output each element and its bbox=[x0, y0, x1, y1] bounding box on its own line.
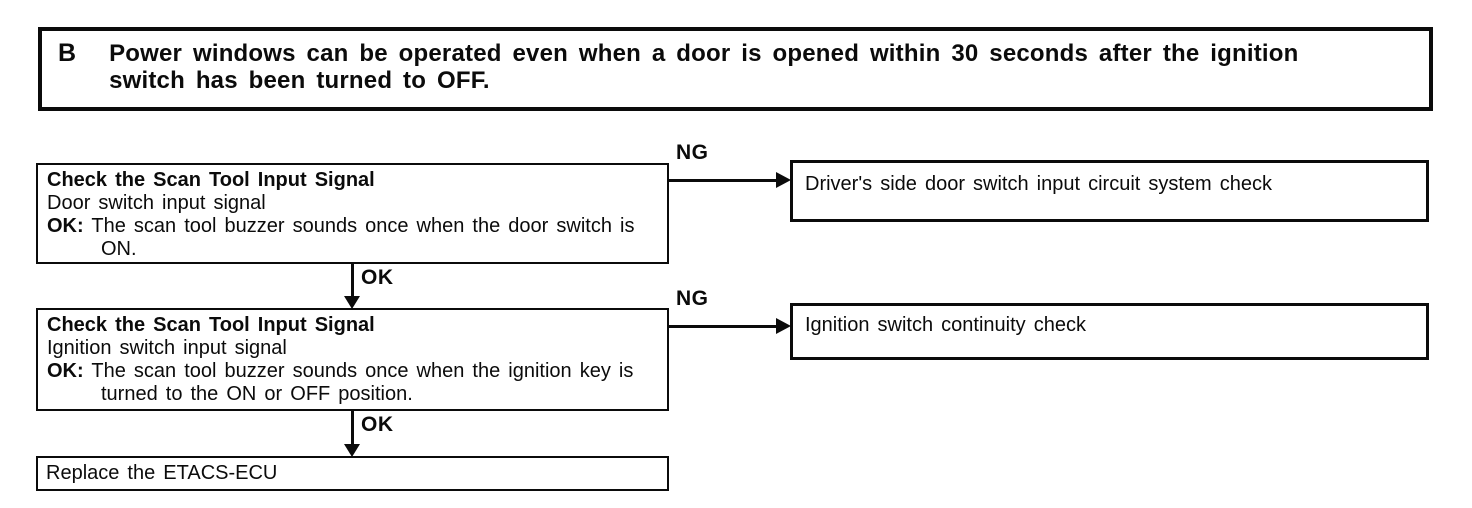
step1-ng-result-box: Driver's side door switch input circuit … bbox=[790, 160, 1429, 222]
step1-ok-arrowhead-icon bbox=[344, 296, 360, 309]
step1-ok-text-continued: ON. bbox=[101, 238, 137, 260]
final-action-text: Replace the ETACS-ECU bbox=[46, 462, 278, 484]
step2-ok-arrow-line bbox=[351, 411, 354, 445]
step1-ng-arrowhead-icon bbox=[776, 172, 791, 188]
step2-ok-arrowhead-icon bbox=[344, 444, 360, 457]
step1-ok-arrow-line bbox=[351, 263, 354, 297]
step2-subtitle: Ignition switch input signal bbox=[47, 337, 287, 359]
step1-ng-arrow-line bbox=[669, 179, 778, 182]
step1-ok-text: The scan tool buzzer sounds once when th… bbox=[91, 215, 635, 237]
step1-box: Check the Scan Tool Input Signal Door sw… bbox=[36, 163, 669, 264]
step2-ok-criteria: OK: The scan tool buzzer sounds once whe… bbox=[47, 360, 663, 383]
step1-title: Check the Scan Tool Input Signal bbox=[47, 169, 375, 191]
step1-ng-result-text: Driver's side door switch input circuit … bbox=[805, 173, 1273, 195]
step2-ng-label: NG bbox=[676, 287, 709, 310]
step1-ok-prefix: OK: bbox=[47, 215, 84, 237]
step2-ng-arrowhead-icon bbox=[776, 318, 791, 334]
symptom-header-box: B Power windows can be operated even whe… bbox=[38, 27, 1433, 111]
step2-ng-result-box: Ignition switch continuity check bbox=[790, 303, 1429, 360]
symptom-code-label: B bbox=[58, 39, 77, 67]
step2-ok-text: The scan tool buzzer sounds once when th… bbox=[91, 360, 634, 382]
symptom-description: Power windows can be operated even when … bbox=[109, 40, 1298, 94]
step2-ng-arrow-line bbox=[669, 325, 778, 328]
step2-ok-text-continued: turned to the ON or OFF position. bbox=[101, 383, 413, 405]
step1-ok-criteria: OK: The scan tool buzzer sounds once whe… bbox=[47, 215, 663, 238]
step2-ok-label: OK bbox=[361, 413, 394, 436]
step2-box: Check the Scan Tool Input Signal Ignitio… bbox=[36, 308, 669, 411]
step2-ok-prefix: OK: bbox=[47, 360, 84, 382]
step2-ng-result-text: Ignition switch continuity check bbox=[805, 314, 1086, 336]
step1-ng-label: NG bbox=[676, 141, 709, 164]
step1-subtitle: Door switch input signal bbox=[47, 192, 266, 214]
step1-ok-label: OK bbox=[361, 266, 394, 289]
step2-title: Check the Scan Tool Input Signal bbox=[47, 314, 375, 336]
final-action-box: Replace the ETACS-ECU bbox=[36, 456, 669, 491]
symptom-description-line2: switch has been turned to OFF. bbox=[109, 67, 490, 94]
symptom-description-line1: Power windows can be operated even when … bbox=[109, 40, 1299, 67]
